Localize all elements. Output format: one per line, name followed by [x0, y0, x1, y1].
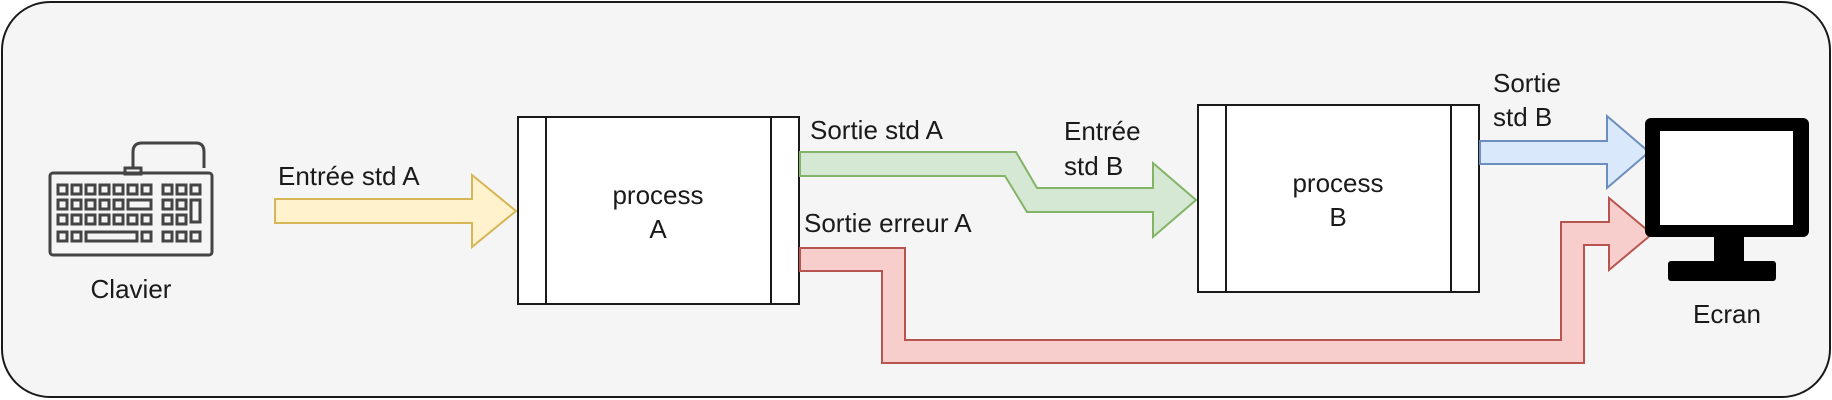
stdout-a-label: Sortie std A [810, 115, 944, 145]
stdout-b-label-line2: std B [1493, 102, 1552, 132]
stdout-a-arrow [799, 151, 1198, 240]
process-a-title: process [612, 180, 703, 210]
keyboard-icon [48, 141, 214, 257]
process-b-name: B [1329, 202, 1346, 232]
stdin-b-label-line1: Entrée [1064, 116, 1141, 146]
process-b-box [1197, 104, 1480, 293]
screen-label: Ecran [1693, 299, 1761, 329]
stdin-b-label-line2: std B [1064, 151, 1123, 181]
stdin-a-arrow [274, 172, 518, 250]
stdout-b-arrow [1479, 113, 1651, 191]
keyboard-label: Clavier [91, 274, 172, 304]
stderr-a-label: Sortie erreur A [804, 208, 972, 238]
stdin-a-label: Entrée std A [278, 161, 420, 191]
process-b-title: process [1292, 168, 1383, 198]
process-a-box [517, 116, 800, 305]
stdout-b-label-line1: Sortie [1493, 68, 1561, 98]
stderr-a-arrow [799, 195, 1654, 364]
process-a-name: A [649, 214, 667, 244]
monitor-icon [1645, 118, 1809, 281]
